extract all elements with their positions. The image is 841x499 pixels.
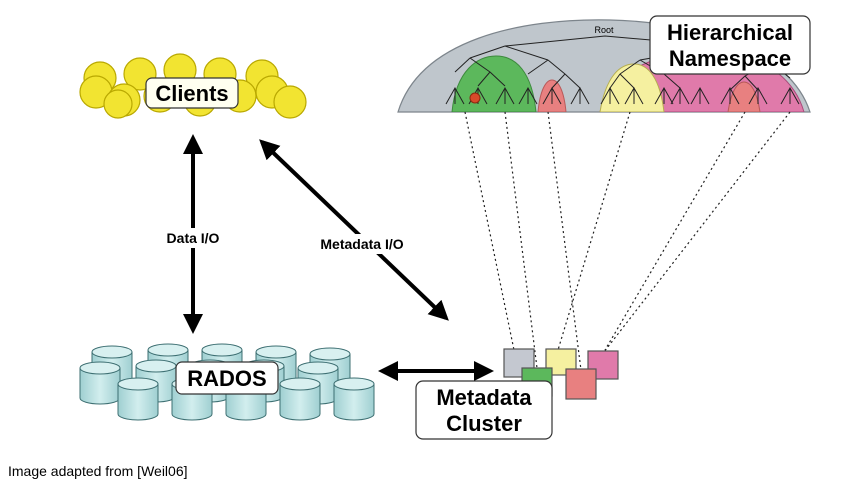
namespace-leaf	[570, 86, 590, 105]
metadata-label-line1: Metadata	[436, 385, 532, 410]
namespace-label-box	[649, 15, 811, 75]
clients-label: Clients	[155, 81, 228, 106]
namespace-leaf	[624, 86, 644, 105]
namespace-leaf	[445, 86, 465, 105]
clients-label-box	[145, 77, 239, 109]
osd-disk	[79, 361, 121, 405]
namespace-leaf	[780, 86, 800, 105]
namespace-leaf	[654, 86, 674, 105]
clients-group: Clients	[79, 53, 307, 119]
metadata-cluster: Metadata Cluster	[415, 348, 619, 440]
metadata-io-arrow	[259, 139, 449, 321]
osd-disk	[117, 377, 159, 421]
metadata-io-label: Metadata I/O	[320, 236, 403, 252]
root-label: Root	[594, 25, 614, 35]
metadata-label-line2: Cluster	[446, 411, 522, 436]
rados-group: RADOS	[79, 343, 375, 421]
mds-server	[565, 368, 597, 400]
namespace-leaf	[670, 86, 690, 105]
rados-label: RADOS	[187, 366, 266, 391]
hierarchical-namespace: Root Hierarchical Namespace	[397, 15, 811, 113]
caption: Image adapted from [Weil06]	[8, 463, 188, 479]
client-node	[103, 89, 133, 119]
metadata-label-box	[415, 380, 553, 440]
osd-disk	[333, 377, 375, 421]
data-io-label-bg	[156, 228, 232, 248]
osd-disk	[279, 377, 321, 421]
hot-file-marker	[469, 92, 481, 104]
rados-label-box	[175, 361, 279, 395]
namespace-leaf	[600, 86, 620, 105]
namespace-leaf	[518, 86, 538, 105]
data-io-label: Data I/O	[167, 230, 220, 246]
namespace-to-mds-links	[464, 111, 791, 371]
arrows	[183, 134, 494, 381]
namespace-leaf	[720, 86, 740, 105]
namespace-leaf	[542, 86, 562, 105]
namespace-label-line2: Namespace	[669, 46, 791, 71]
metadata-io-label-bg	[312, 234, 412, 254]
client-node	[273, 85, 307, 119]
namespace-leaf	[748, 86, 768, 105]
namespace-leaf	[495, 86, 515, 105]
namespace-label-line1: Hierarchical	[667, 20, 793, 45]
namespace-leaves	[445, 86, 800, 105]
namespace-leaf	[690, 86, 710, 105]
